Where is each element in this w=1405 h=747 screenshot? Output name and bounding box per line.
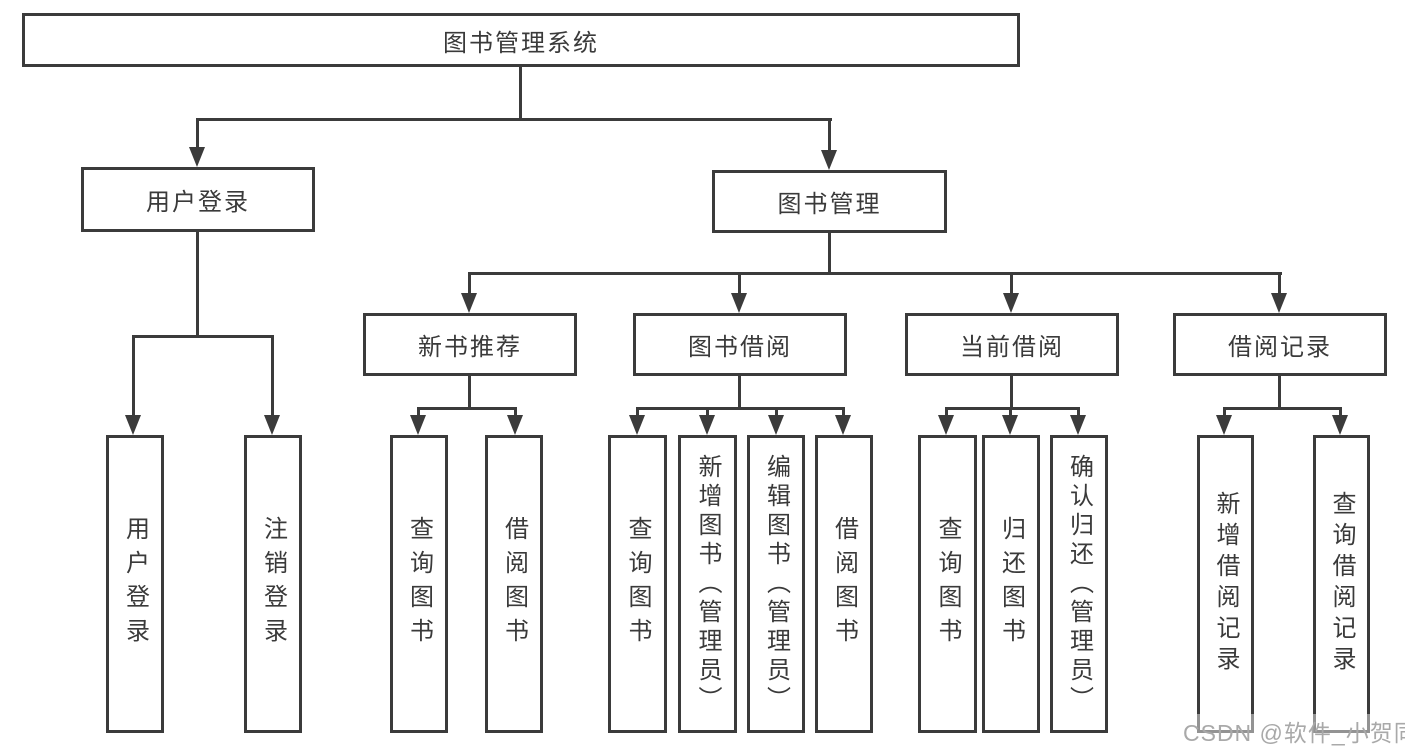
connector-to-current-return (1009, 407, 1012, 417)
node-borrow-records: 借阅记录 (1173, 313, 1387, 376)
leaf-current-query-books: 查询图书 (918, 435, 977, 733)
node-current-borrow-label: 当前借阅 (960, 334, 1064, 361)
leaf-borrow-borrow-books-label: 借阅图书 (830, 516, 858, 652)
arrow-to-recommend-borrow (507, 415, 523, 435)
arrow-to-leaf-logout (264, 415, 280, 435)
leaf-recommend-borrow-books: 借阅图书 (485, 435, 543, 733)
leaf-edit-books-admin: 编辑图书（管理员） (747, 435, 805, 733)
connector-book-management-trunk (828, 231, 831, 275)
connector-root-branch (196, 118, 832, 121)
leaf-borrow-query-books-label: 查询图书 (624, 516, 651, 652)
connector-to-borrow-borrow (842, 407, 845, 417)
connector-recommend-branch (417, 407, 517, 410)
connector-to-recommend-query (417, 407, 420, 417)
node-book-borrow-label: 图书借阅 (688, 334, 792, 361)
connector-records-trunk (1278, 374, 1281, 410)
node-library-system-label: 图书管理系统 (443, 29, 599, 57)
connector-to-book-borrow (738, 272, 741, 295)
arrow-to-records-query (1332, 415, 1348, 435)
connector-to-new-book-recommend (468, 272, 471, 295)
leaf-borrow-borrow-books: 借阅图书 (815, 435, 873, 733)
arrow-to-current-borrow (1003, 293, 1019, 313)
leaf-confirm-return-admin: 确认归还（管理员） (1050, 435, 1108, 733)
connector-to-borrow-records (1278, 272, 1281, 295)
leaf-logout: 注销登录 (244, 435, 302, 733)
connector-to-recommend-borrow (514, 407, 517, 417)
connector-to-borrow-edit (775, 407, 778, 417)
leaf-add-borrow-record: 新增借阅记录 (1197, 435, 1254, 733)
connector-borrow-branch (636, 407, 845, 410)
leaf-confirm-return-admin-label: 确认归还（管理员） (1065, 453, 1093, 715)
connector-recommend-trunk (468, 374, 471, 410)
connector-current-branch (945, 407, 1080, 410)
arrow-to-current-confirm (1070, 415, 1086, 435)
arrow-to-user-login (189, 147, 205, 167)
leaf-recommend-query-books: 查询图书 (390, 435, 448, 733)
leaf-logout-label: 注销登录 (259, 516, 287, 652)
arrow-to-borrow-records (1271, 293, 1287, 313)
arrow-to-book-management (821, 150, 837, 170)
leaf-return-books: 归还图书 (982, 435, 1040, 733)
connector-to-borrow-query (636, 407, 639, 417)
leaf-add-books-admin-label: 新增图书（管理员） (694, 453, 721, 715)
arrow-to-book-borrow (731, 293, 747, 313)
leaf-user-login: 用户登录 (106, 435, 164, 733)
leaf-current-query-books-label: 查询图书 (934, 516, 961, 652)
connector-user-login-trunk (196, 230, 199, 338)
connector-user-login-branch (132, 335, 274, 338)
connector-to-records-query (1339, 407, 1342, 417)
connector-to-current-borrow (1010, 272, 1013, 295)
leaf-recommend-borrow-books-label: 借阅图书 (500, 516, 528, 652)
arrow-to-leaf-user-login (125, 415, 141, 435)
arrow-to-recommend-query (410, 415, 426, 435)
node-book-management-label: 图书管理 (777, 191, 882, 218)
connector-to-book-management (828, 118, 831, 151)
connector-to-leaf-logout (271, 335, 274, 417)
connector-to-records-add (1223, 407, 1226, 417)
leaf-return-books-label: 归还图书 (997, 516, 1025, 652)
watermark-text: CSDN @软件_小贺同学 (1183, 714, 1405, 747)
connector-to-borrow-add (706, 407, 709, 417)
connector-to-current-query (945, 407, 948, 417)
node-book-management: 图书管理 (712, 170, 947, 233)
arrow-to-new-book-recommend (461, 293, 477, 313)
node-library-system: 图书管理系统 (22, 13, 1020, 67)
leaf-query-borrow-record: 查询借阅记录 (1313, 435, 1370, 733)
connector-to-leaf-user-login (132, 335, 135, 417)
connector-root-trunk (519, 66, 522, 119)
arrow-to-borrow-edit (768, 415, 784, 435)
node-new-book-recommend-label: 新书推荐 (418, 334, 522, 361)
leaf-user-login-label: 用户登录 (121, 516, 149, 652)
arrow-to-borrow-borrow (835, 415, 851, 435)
connector-records-branch (1223, 407, 1342, 410)
leaf-add-books-admin: 新增图书（管理员） (678, 435, 737, 733)
leaf-add-borrow-record-label: 新增借阅记录 (1212, 491, 1239, 677)
leaf-query-borrow-record-label: 查询借阅记录 (1328, 491, 1355, 677)
leaf-borrow-query-books: 查询图书 (608, 435, 667, 733)
node-borrow-records-label: 借阅记录 (1228, 334, 1332, 361)
arrow-to-current-return (1002, 415, 1018, 435)
arrow-to-borrow-add (699, 415, 715, 435)
leaf-edit-books-admin-label: 编辑图书（管理员） (762, 453, 790, 715)
node-current-borrow: 当前借阅 (905, 313, 1119, 376)
leaf-recommend-query-books-label: 查询图书 (405, 516, 433, 652)
node-book-borrow: 图书借阅 (633, 313, 847, 376)
node-new-book-recommend: 新书推荐 (363, 313, 577, 376)
arrow-to-current-query (938, 415, 954, 435)
connector-book-management-branch (468, 272, 1282, 275)
connector-to-user-login (196, 118, 199, 149)
arrow-to-records-add (1216, 415, 1232, 435)
connector-current-trunk (1010, 374, 1013, 410)
connector-to-current-confirm (1077, 407, 1080, 417)
connector-borrow-trunk (738, 374, 741, 410)
node-user-login: 用户登录 (81, 167, 315, 232)
node-user-login-label: 用户登录 (146, 189, 250, 216)
arrow-to-borrow-query (629, 415, 645, 435)
